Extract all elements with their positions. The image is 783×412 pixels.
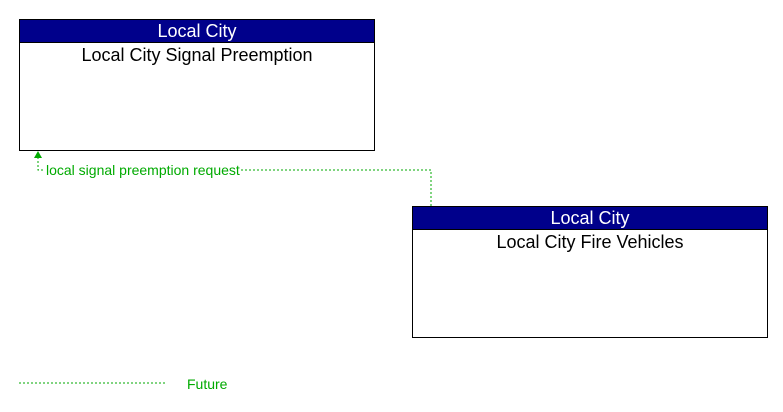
node-owner-header: Local City bbox=[20, 20, 374, 43]
legend-future-label: Future bbox=[187, 376, 228, 392]
node-owner-header: Local City bbox=[413, 207, 767, 230]
flow-arrowhead bbox=[34, 151, 42, 158]
node-local-city-fire-vehicles[interactable]: Local City Local City Fire Vehicles bbox=[412, 206, 768, 338]
node-title: Local City Fire Vehicles bbox=[496, 232, 684, 252]
flow-label-local-signal-preemption-request[interactable]: local signal preemption request bbox=[45, 162, 241, 178]
node-title: Local City Signal Preemption bbox=[81, 45, 313, 65]
node-local-city-signal-preemption[interactable]: Local City Local City Signal Preemption bbox=[19, 19, 375, 151]
